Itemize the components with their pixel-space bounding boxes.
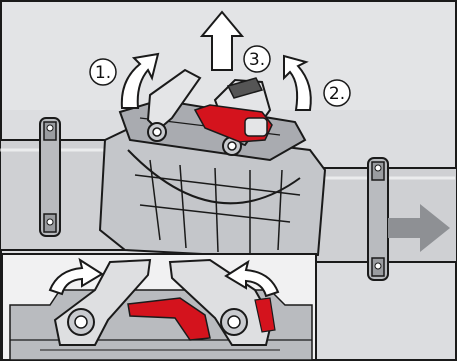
- step-2-label: 2.: [329, 84, 345, 104]
- step-2-marker: 2.: [324, 80, 350, 106]
- step-1-label: 1.: [95, 63, 111, 83]
- inset-detail-panel: [2, 254, 316, 360]
- step-3-label: 3.: [249, 50, 265, 70]
- step-3-marker: 3.: [244, 46, 270, 72]
- pipe-clamp-left: [40, 118, 60, 236]
- pipe-clamp-right: [368, 158, 388, 280]
- step-1-marker: 1.: [90, 59, 116, 85]
